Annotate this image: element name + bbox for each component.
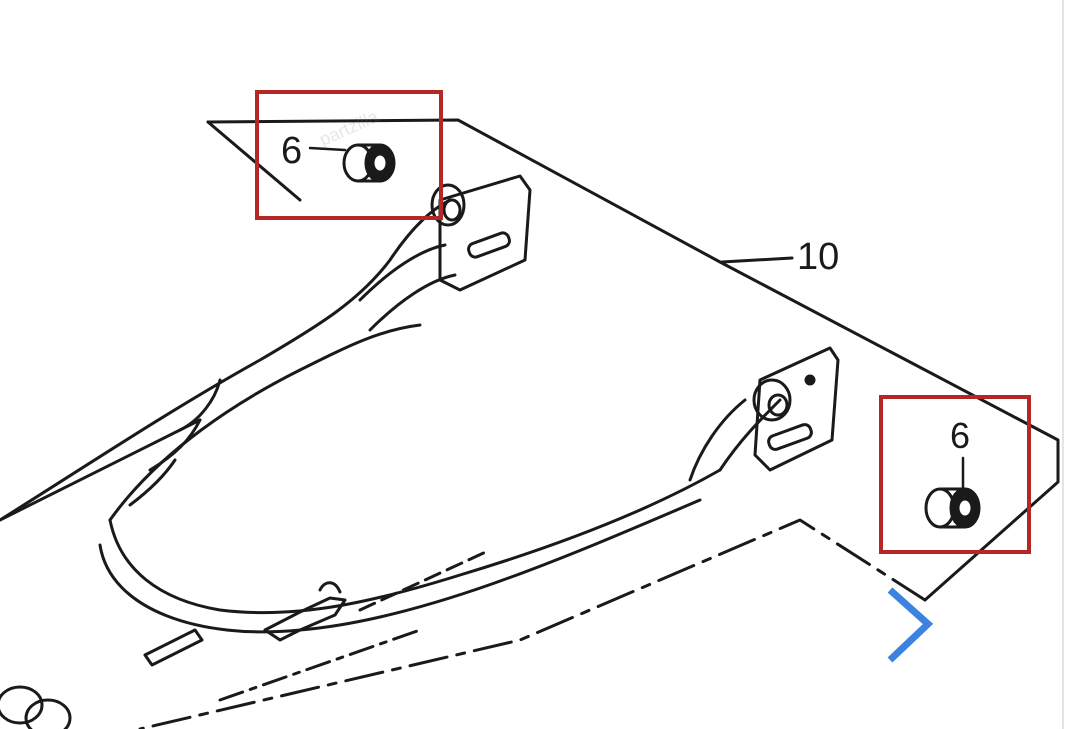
chevron-right-icon — [887, 587, 934, 663]
bushing-lower — [924, 456, 981, 529]
viewer-edge-divider — [1062, 0, 1064, 729]
next-image-button[interactable] — [878, 582, 942, 670]
lower-pivot-plate — [752, 346, 840, 472]
bushing-upper — [308, 143, 396, 183]
reference-plate-outline — [0, 118, 1060, 729]
highlight-box-lower-bushing — [879, 395, 1031, 554]
swingarm-body — [0, 198, 782, 634]
upper-pivot-plate — [430, 174, 532, 292]
callout-label-swingarm: 10 — [797, 236, 840, 278]
chain-slider — [143, 548, 492, 702]
highlight-box-upper-bushing — [255, 90, 443, 220]
callout-label-upper-bushing: 6 — [281, 130, 303, 172]
rear-axle-hub — [0, 685, 72, 729]
leader-line-10 — [720, 256, 794, 264]
callout-label-lower-bushing: 6 — [950, 415, 971, 456]
